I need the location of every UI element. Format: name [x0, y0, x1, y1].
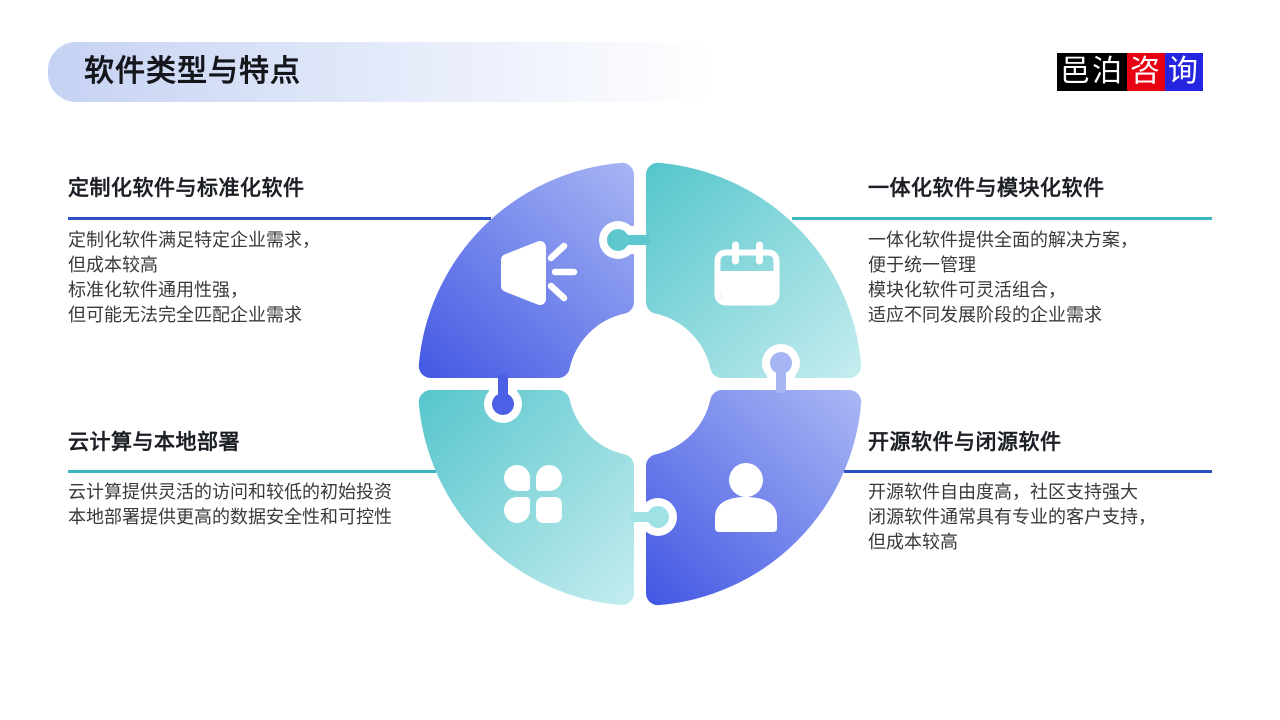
logo-seg-3: 询: [1165, 53, 1203, 91]
section-divider: [68, 470, 436, 473]
section-body: 一体化软件提供全面的解决方案， 便于统一管理 模块化软件可灵活组合， 适应不同发…: [868, 228, 1138, 328]
body-line: 但成本较高: [68, 255, 158, 275]
megaphone-icon: [501, 241, 578, 305]
clover-icon: [504, 465, 562, 523]
logo-seg-1: 邑泊: [1057, 53, 1127, 91]
company-logo: 邑泊 咨 询: [1057, 53, 1203, 91]
body-line: 适应不同发展阶段的企业需求: [868, 305, 1102, 325]
body-line: 但成本较高: [868, 532, 958, 552]
body-line: 标准化软件通用性强，: [68, 280, 248, 300]
body-line: 云计算提供灵活的访问和较低的初始投资: [68, 482, 392, 502]
body-line: 闭源软件通常具有专业的客户支持，: [868, 507, 1156, 527]
section-divider: [792, 217, 1212, 220]
title-band: [48, 42, 716, 102]
body-line: 开源软件自由度高，社区支持强大: [868, 482, 1138, 502]
page-title: 软件类型与特点: [84, 55, 301, 88]
section-body: 开源软件自由度高，社区支持强大 闭源软件通常具有专业的客户支持， 但成本较高: [868, 480, 1156, 555]
section-body: 定制化软件满足特定企业需求， 但成本较高 标准化软件通用性强， 但可能无法完全匹…: [68, 228, 320, 328]
section-heading: 开源软件与闭源软件: [868, 431, 1062, 454]
body-line: 本地部署提供更高的数据安全性和可控性: [68, 507, 392, 527]
section-heading: 一体化软件与模块化软件: [868, 177, 1105, 200]
section-heading: 定制化软件与标准化软件: [68, 177, 305, 200]
piece-top-right: [646, 162, 862, 378]
puzzle-knob-right: [762, 344, 800, 393]
body-line: 便于统一管理: [868, 255, 976, 275]
body-line: 但可能无法完全匹配企业需求: [68, 305, 302, 325]
section-divider: [844, 470, 1212, 473]
puzzle-knob-top: [599, 221, 650, 259]
section-body: 云计算提供灵活的访问和较低的初始投资 本地部署提供更高的数据安全性和可控性: [68, 480, 392, 530]
body-line: 一体化软件提供全面的解决方案，: [868, 230, 1138, 250]
puzzle-knob-left: [484, 374, 522, 423]
logo-seg-2: 咨: [1127, 53, 1165, 91]
body-line: 模块化软件可灵活组合，: [868, 280, 1066, 300]
calendar-icon: [714, 241, 780, 306]
section-divider: [68, 217, 491, 220]
section-heading: 云计算与本地部署: [68, 431, 240, 454]
person-icon: [715, 463, 777, 532]
puzzle-knob-bottom: [630, 498, 677, 536]
body-line: 定制化软件满足特定企业需求，: [68, 230, 320, 250]
